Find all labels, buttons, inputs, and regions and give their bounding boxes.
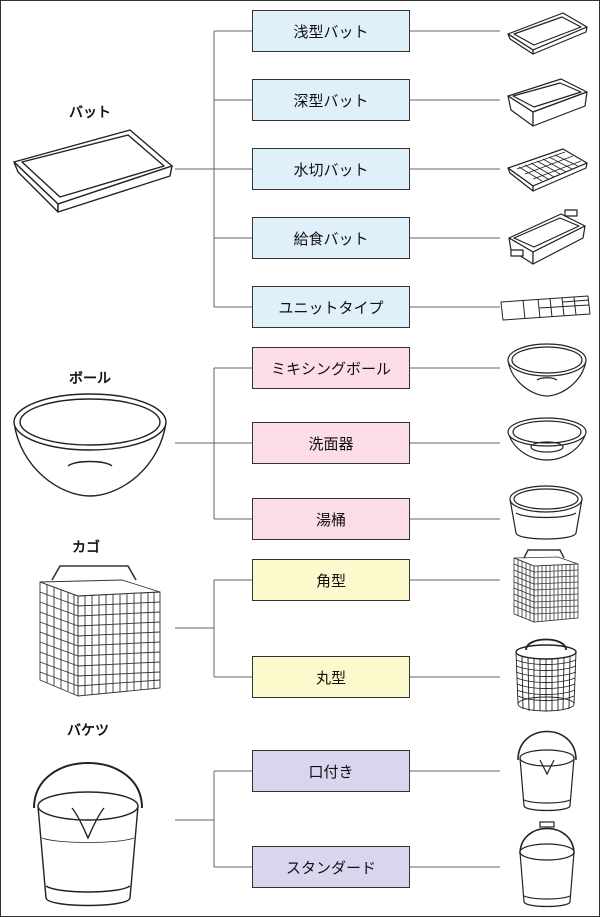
item-box-deep-tray: 深型バット: [252, 79, 410, 121]
bucket-icon: [33, 762, 143, 907]
bath-pail-icon: [509, 485, 583, 540]
spout-bucket-icon: [517, 730, 577, 812]
shallow-tray-icon: [507, 12, 588, 55]
deep-tray-icon: [507, 78, 588, 127]
bowl-icon: [13, 393, 167, 497]
category-label-bowl: ボール: [69, 371, 111, 387]
standard-bucket-icon: [519, 821, 575, 908]
item-box-round-basket: 丸型: [252, 656, 410, 698]
lunch-tray-icon: [508, 209, 586, 265]
item-box-bath-pail: 湯桶: [252, 498, 410, 540]
item-box-shallow-tray: 浅型バット: [252, 10, 410, 52]
item-box-drain-tray: 水切バット: [252, 148, 410, 190]
category-label-bat: バット: [69, 105, 111, 121]
square-basket-icon: [513, 549, 579, 623]
item-box-unit-type: ユニットタイプ: [252, 286, 410, 328]
item-box-lunch-tray: 給食バット: [252, 217, 410, 259]
washbasin-icon: [507, 417, 587, 461]
category-label-basket: カゴ: [72, 540, 100, 556]
item-box-spout-bucket: 口付き: [252, 750, 410, 792]
drain-tray-icon: [507, 148, 588, 192]
item-box-standard-bucket: スタンダード: [252, 846, 410, 888]
tray-icon: [13, 129, 173, 213]
unit-tray-icon: [500, 295, 591, 321]
item-box-mixing-bowl: ミキシングボール: [252, 347, 410, 389]
item-box-washbasin: 洗面器: [252, 422, 410, 464]
item-box-square-basket: 角型: [252, 559, 410, 601]
mixing-bowl-icon: [507, 343, 587, 397]
category-label-bucket: バケツ: [67, 723, 109, 739]
round-basket-icon: [515, 638, 577, 712]
basket-icon: [39, 565, 161, 697]
